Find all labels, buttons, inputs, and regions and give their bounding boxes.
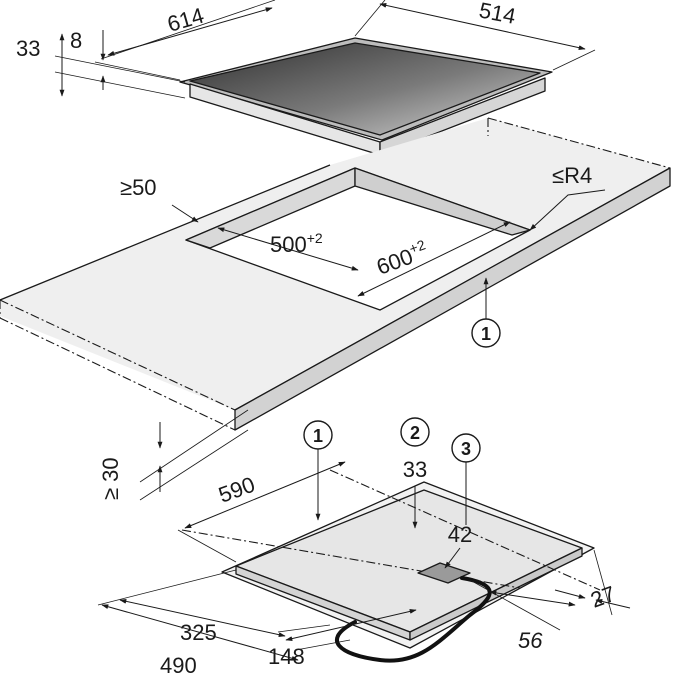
- dim-line-600: [357, 221, 511, 297]
- svg-text:1: 1: [481, 324, 491, 344]
- callout-1-unit: 1: [303, 420, 333, 450]
- label-600-tol: +2: [407, 236, 428, 257]
- svg-text:2: 2: [410, 423, 420, 443]
- label-590: 590: [215, 472, 258, 508]
- cutout-side-wall: [354, 167, 531, 236]
- label-min-30: ≥ 30: [98, 457, 123, 500]
- hob-glass: [189, 42, 541, 136]
- label-500: 500+2: [270, 230, 323, 257]
- connection-box: [417, 562, 471, 584]
- dim-line-56: [489, 590, 576, 607]
- label-56: 56: [518, 628, 543, 653]
- callout-1-worktop: 1: [471, 318, 501, 348]
- dim-line-500: [217, 227, 359, 271]
- dim-line-614: [107, 7, 273, 56]
- unit-body: [235, 489, 583, 633]
- svg-text:1: 1: [313, 426, 323, 446]
- hob-top-view: [179, 37, 553, 156]
- callout-2-unit: 2: [400, 417, 430, 447]
- label-33-top: 33: [16, 36, 40, 61]
- label-radius: ≤R4: [552, 163, 592, 188]
- label-8: 8: [70, 28, 82, 53]
- label-148: 148: [268, 644, 305, 669]
- dim-line-50: [171, 204, 199, 223]
- dim-line-590: [184, 461, 346, 529]
- dim-line-148: [285, 609, 417, 641]
- dim-line-490: [101, 604, 299, 661]
- label-42: 42: [448, 522, 472, 547]
- label-27: 27: [587, 581, 619, 613]
- callout-3-unit: 3: [451, 433, 481, 463]
- label-500-value: 500: [270, 232, 307, 257]
- svg-text:3: 3: [461, 439, 471, 459]
- label-min-50: ≥50: [120, 175, 157, 200]
- label-500-tol: +2: [307, 230, 323, 246]
- power-cable: [335, 576, 492, 663]
- dim-line-27: [595, 599, 631, 609]
- label-490: 490: [160, 653, 197, 678]
- label-514: 514: [477, 0, 518, 29]
- label-33-unit: 33: [403, 457, 427, 482]
- worktop-front-edge: [234, 167, 671, 431]
- dim-line-514: [379, 2, 586, 51]
- label-614: 614: [164, 3, 206, 37]
